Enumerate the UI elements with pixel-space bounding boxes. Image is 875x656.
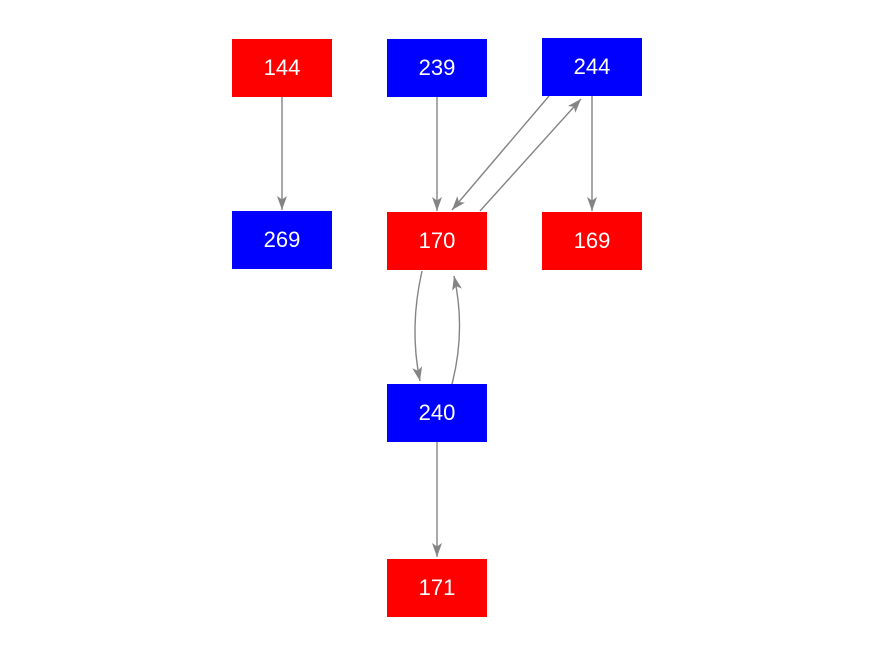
graph-node-269[interactable]: 269 — [232, 211, 332, 269]
edge-170-244 — [479, 98, 582, 212]
node-label: 170 — [418, 228, 456, 253]
graph-node-239[interactable]: 239 — [387, 39, 487, 97]
node-label: 239 — [418, 55, 456, 80]
node-label: 169 — [573, 228, 611, 253]
node-label: 269 — [263, 227, 301, 252]
graph-node-169[interactable]: 169 — [542, 212, 642, 270]
node-label: 171 — [418, 575, 456, 600]
edge-240-170 — [451, 275, 462, 385]
graph-node-171[interactable]: 171 — [387, 559, 487, 617]
node-label: 244 — [573, 54, 611, 79]
edge-170-240 — [412, 270, 423, 382]
graph-node-244[interactable]: 244 — [542, 38, 642, 96]
edge-244-170 — [451, 95, 550, 211]
graph-node-170[interactable]: 170 — [387, 212, 487, 270]
graph-node-240[interactable]: 240 — [387, 384, 487, 442]
node-label: 240 — [418, 400, 456, 425]
graph-node-144[interactable]: 144 — [232, 39, 332, 97]
node-label: 144 — [263, 55, 301, 80]
